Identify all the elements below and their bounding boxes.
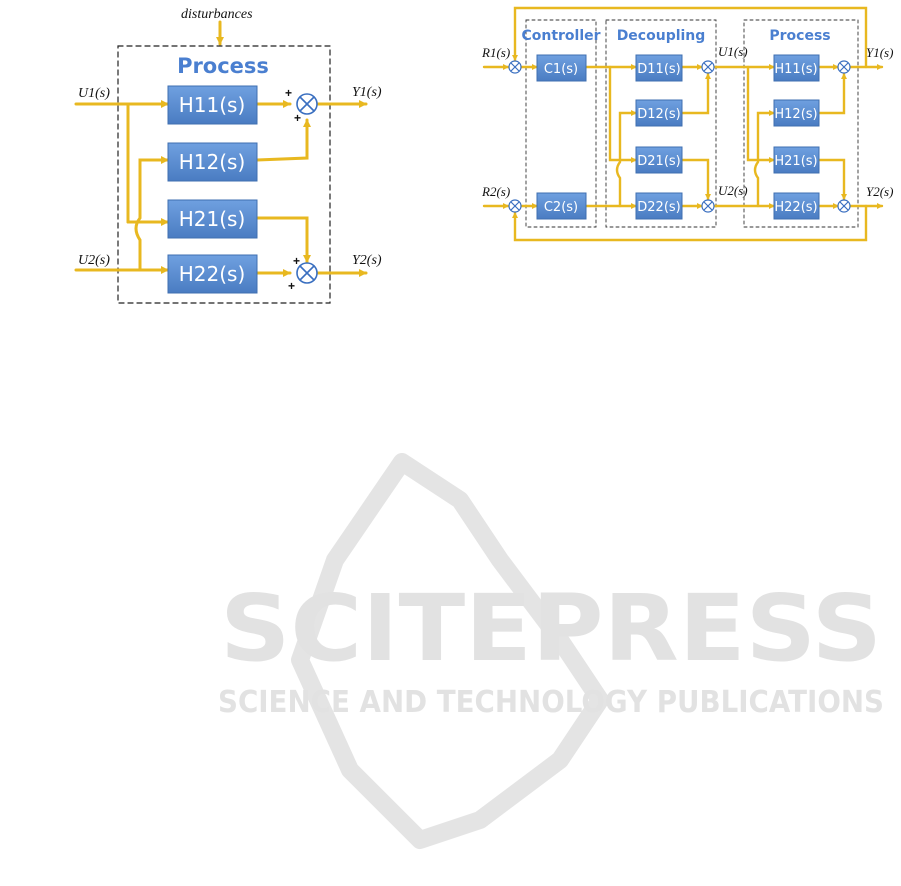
left-signal-lines [76, 104, 366, 273]
watermark: SCITEPRESS SCIENCE AND TECHNOLOGY PUBLIC… [218, 462, 884, 840]
block-h21-label: H21(s) [179, 207, 246, 231]
output-y2-right-label: Y2(s) [866, 184, 893, 199]
block-p-h21-label: H21(s) [774, 154, 817, 169]
sign-3: + [293, 254, 300, 268]
intermediate-u1-label: U1(s) [718, 44, 748, 59]
reference-r2-label: R2(s) [481, 184, 510, 199]
block-d22-label: D22(s) [637, 200, 680, 215]
block-h22-label: H22(s) [179, 262, 246, 286]
disturbance-label: disturbances [181, 7, 253, 22]
block-p-h22-label: H22(s) [774, 200, 817, 215]
watermark-title: SCITEPRESS [220, 575, 882, 682]
input-u2-label: U2(s) [78, 253, 110, 268]
block-d12-label: D12(s) [637, 107, 680, 122]
process-title: Process [177, 54, 269, 78]
left-diagram: disturbances Process H11(s) H12(s) H21(s… [76, 7, 382, 303]
sign-1: + [285, 86, 292, 100]
reference-r1-label: R1(s) [481, 45, 510, 60]
block-d11-label: D11(s) [637, 62, 680, 77]
decoupling-title: Decoupling [617, 28, 706, 44]
block-d21-label: D21(s) [637, 154, 680, 169]
block-p-h12-label: H12(s) [774, 107, 817, 122]
input-u1-label: U1(s) [78, 86, 110, 101]
block-p-h11-label: H11(s) [774, 62, 817, 77]
output-y1-label: Y1(s) [352, 85, 382, 100]
block-h11-label: H11(s) [179, 93, 246, 117]
right-sum-junctions [509, 61, 850, 212]
sign-4: + [288, 279, 295, 293]
sign-2: + [294, 111, 301, 125]
block-c2-label: C2(s) [544, 200, 578, 215]
output-y1-right-label: Y1(s) [866, 45, 893, 60]
output-y2-label: Y2(s) [352, 253, 382, 268]
block-c1-label: C1(s) [544, 62, 578, 77]
right-diagram: Controller Decoupling Process [481, 8, 893, 240]
block-h12-label: H12(s) [179, 150, 246, 174]
watermark-subtitle: SCIENCE AND TECHNOLOGY PUBLICATIONS [218, 685, 884, 720]
process-group-title: Process [769, 28, 830, 44]
controller-title: Controller [521, 28, 600, 44]
intermediate-u2-label: U2(s) [718, 183, 748, 198]
